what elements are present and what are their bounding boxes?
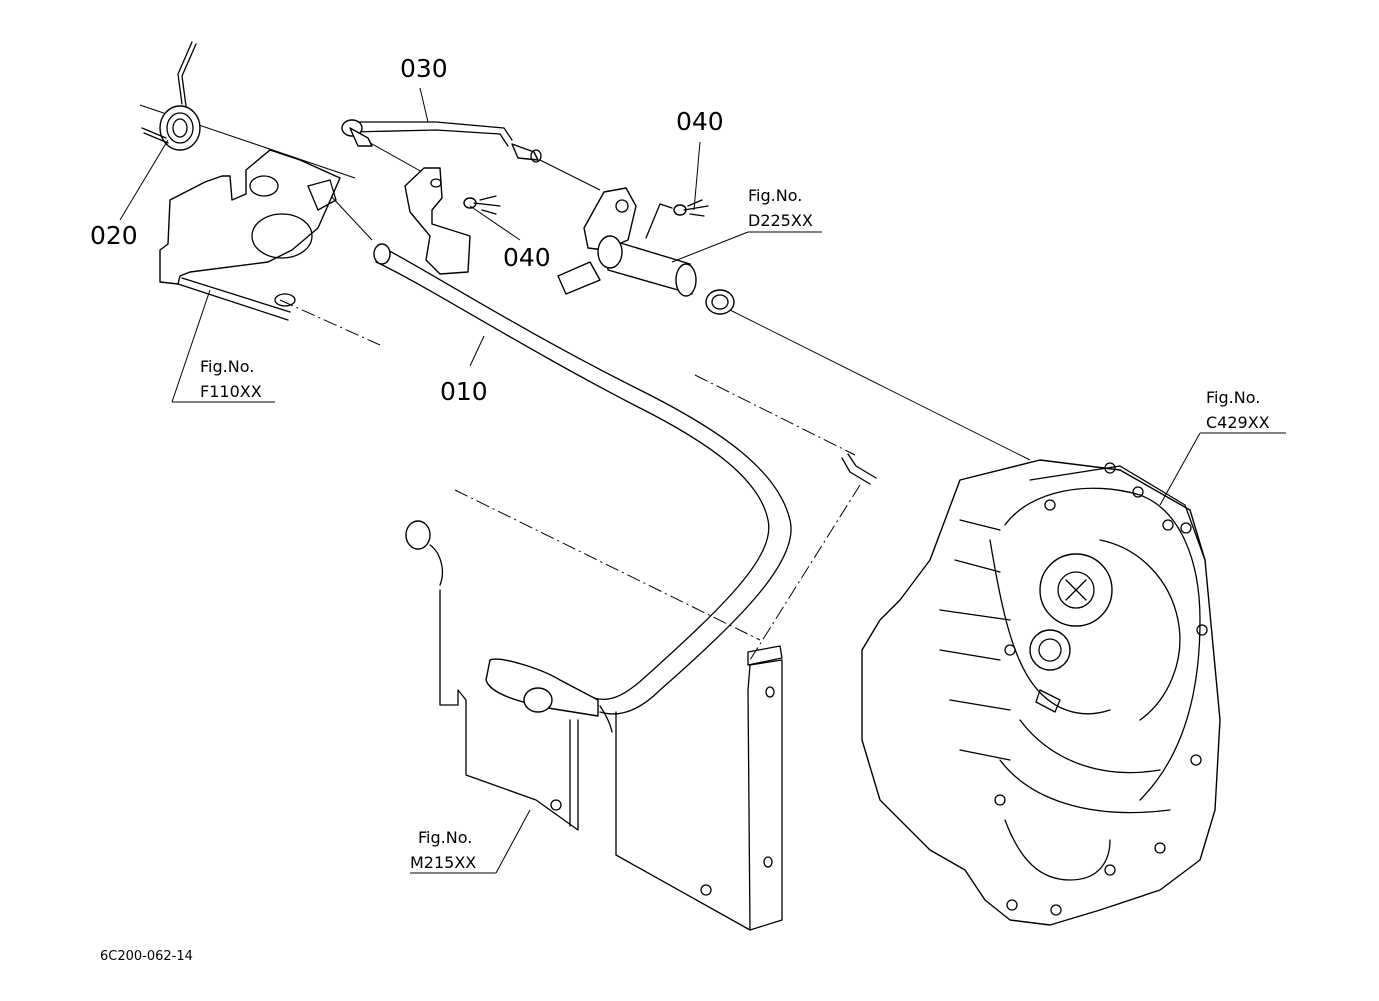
- callout-040-left: 040: [503, 243, 551, 272]
- shaft-assembly: [557, 187, 735, 315]
- diagram-code: 6C200-062-14: [100, 949, 193, 964]
- figref-c429-line2: C429XX: [1206, 413, 1270, 432]
- figref-m215-line1: Fig.No.: [418, 828, 472, 847]
- bracket-plate: [159, 149, 341, 321]
- callout-030: 030: [400, 54, 448, 83]
- rod-030: [341, 119, 542, 163]
- callout-020: 020: [90, 221, 138, 250]
- figref-m215-line2: M215XX: [410, 853, 476, 872]
- figref-f110-line1: Fig.No.: [200, 357, 254, 376]
- figref-c429-line1: Fig.No.: [1206, 388, 1260, 407]
- cotter-pin-040-a: [463, 195, 501, 215]
- torsion-spring-020: [141, 41, 201, 151]
- callout-010: 010: [440, 377, 488, 406]
- figref-d225-line1: Fig.No.: [748, 186, 802, 205]
- floor-plate: [405, 520, 579, 831]
- figref-f110-line2: F110XX: [200, 382, 262, 401]
- callout-040-right: 040: [676, 107, 724, 136]
- center-lines: [139, 104, 1031, 661]
- cotter-pin-040-b: [673, 199, 709, 217]
- side-plate: [615, 453, 877, 931]
- transmission-case: [861, 459, 1221, 926]
- figref-d225-line2: D225XX: [748, 211, 813, 230]
- shift-lever-010: [373, 167, 792, 733]
- leader-lines: [119, 87, 1286, 874]
